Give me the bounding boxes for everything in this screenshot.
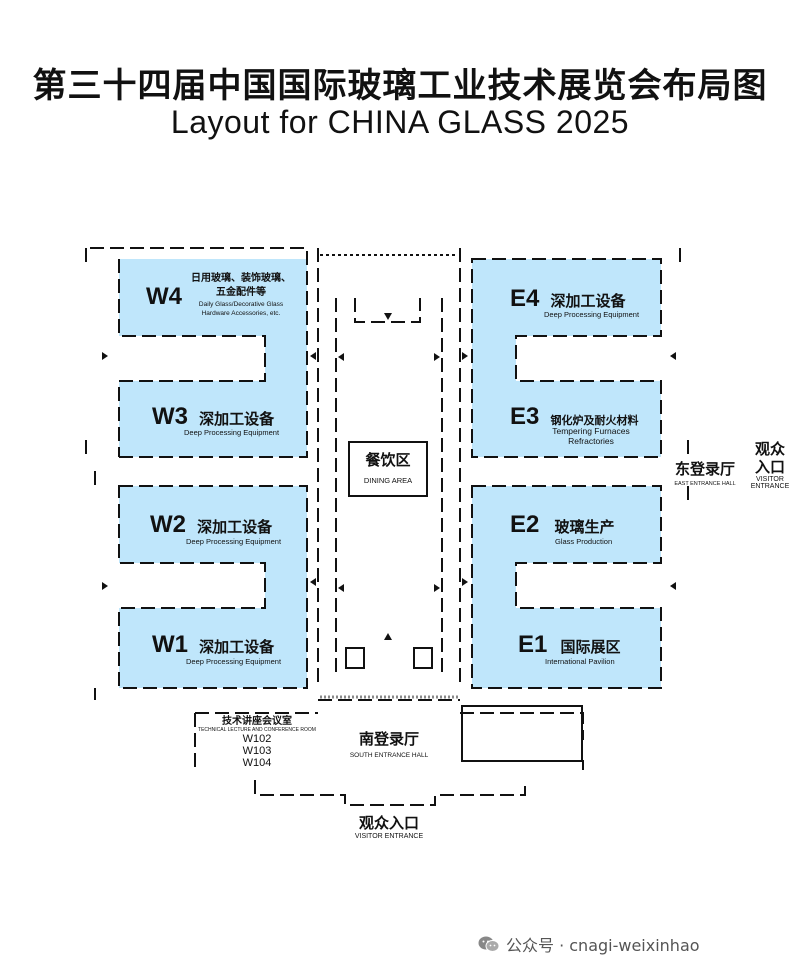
hall-w4-en-2: Hardware Accessories, etc.: [201, 310, 281, 317]
south-entrance-hall: 南登录厅 SOUTH ENTRANCE HALL: [330, 728, 448, 759]
wechat-icon: [478, 935, 500, 953]
south-hall-cn: 南登录厅: [358, 730, 419, 748]
hall-w3-en: Deep Processing Equipment: [184, 428, 280, 437]
entrance-arrows: [102, 313, 676, 640]
east-entrance-hall: 东登录厅 EAST ENTRANCE HALL: [665, 458, 745, 487]
hall-w1-label: W1 深加工设备: [152, 631, 275, 658]
hall-w4-block: [119, 259, 307, 336]
dining-cn: 餐饮区: [365, 451, 411, 469]
hall-w4-cn-1: 日用玻璃、装饰玻璃、: [191, 273, 291, 284]
hall-w2-block: [119, 486, 307, 563]
wechat-account-text: 公众号 · cnagi-weixinhao: [506, 936, 700, 955]
hall-w3-block: [119, 381, 307, 457]
hall-e3-block: [472, 381, 661, 457]
walls: [85, 247, 689, 806]
hall-e2-en: Glass Production: [555, 537, 613, 546]
hall-e3-en-1: Tempering Furnaces: [552, 426, 630, 436]
conference-cn: 技术讲座会议室: [222, 716, 292, 727]
east-entrance-en-1: VISITOR: [756, 476, 784, 483]
east-hall-cn: 东登录厅: [674, 460, 735, 478]
hall-e1-block: [472, 608, 661, 688]
hall-e4-en: Deep Processing Equipment: [544, 310, 640, 319]
south-entrance-en: VISITOR ENTRANCE: [354, 833, 424, 840]
east-visitor-entrance: 观众入口 VISITOR ENTRANCE: [742, 440, 798, 490]
hall-e1-label: E1 国际展区: [518, 631, 621, 658]
hall-w4-text: 日用玻璃、装饰玻璃、 五金配件等 Daily Glass/Decorative …: [186, 272, 296, 318]
hall-w4-code: W4: [146, 283, 182, 310]
hall-e3-label: E3 钢化炉及耐火材料: [510, 403, 639, 430]
wechat-watermark: 公众号 · cnagi-weixinhao: [478, 932, 700, 956]
map-title-cn: 第三十四届中国国际玻璃工业技术展览会布局图: [32, 66, 768, 106]
hall-w3-label: W3 深加工设备: [152, 403, 275, 430]
hall-w1-block: [119, 608, 307, 688]
conference-en: TECHNICAL LECTURE AND CONFERENCE ROOM: [198, 727, 316, 733]
conference-room-w102: W102: [242, 733, 272, 745]
conference-room: 技术讲座会议室 TECHNICAL LECTURE AND CONFERENCE…: [198, 712, 316, 769]
hall-e3-en: Tempering Furnaces Refractories: [546, 426, 636, 446]
east-hall-en: EAST ENTRANCE HALL: [674, 481, 736, 487]
east-entrance-en-2: ENTRANCE: [750, 483, 790, 490]
hall-blocks: [119, 259, 661, 688]
south-hall-en: SOUTH ENTRANCE HALL: [349, 752, 429, 759]
hall-w2-label: W2 深加工设备: [150, 511, 273, 538]
hall-w1-en: Deep Processing Equipment: [186, 657, 282, 666]
hall-w4-en-1: Daily Glass/Decorative Glass: [198, 301, 284, 308]
hall-e3-en-2: Refractories: [568, 436, 614, 446]
hall-e1-en: International Pavilion: [545, 657, 615, 666]
hall-e4-label: E4 深加工设备: [510, 285, 626, 312]
hall-e2-block: [472, 486, 661, 563]
conference-room-w103: W103: [242, 745, 272, 757]
east-entrance-cn: 观众入口: [754, 440, 785, 476]
dining-en: DINING AREA: [363, 476, 413, 485]
dining-area: 餐饮区 DINING AREA: [348, 441, 428, 497]
hall-e2-label: E2 玻璃生产: [510, 511, 615, 538]
hall-w4-cn-2: 五金配件等: [216, 287, 266, 298]
conference-room-w104: W104: [242, 757, 272, 769]
hall-e4-block: [472, 259, 661, 336]
map-title-en: Layout for CHINA GLASS 2025: [170, 104, 630, 140]
hall-w2-en: Deep Processing Equipment: [186, 537, 282, 546]
south-visitor-entrance: 观众入口 VISITOR ENTRANCE: [330, 812, 448, 840]
south-entrance-cn: 观众入口: [358, 814, 419, 832]
